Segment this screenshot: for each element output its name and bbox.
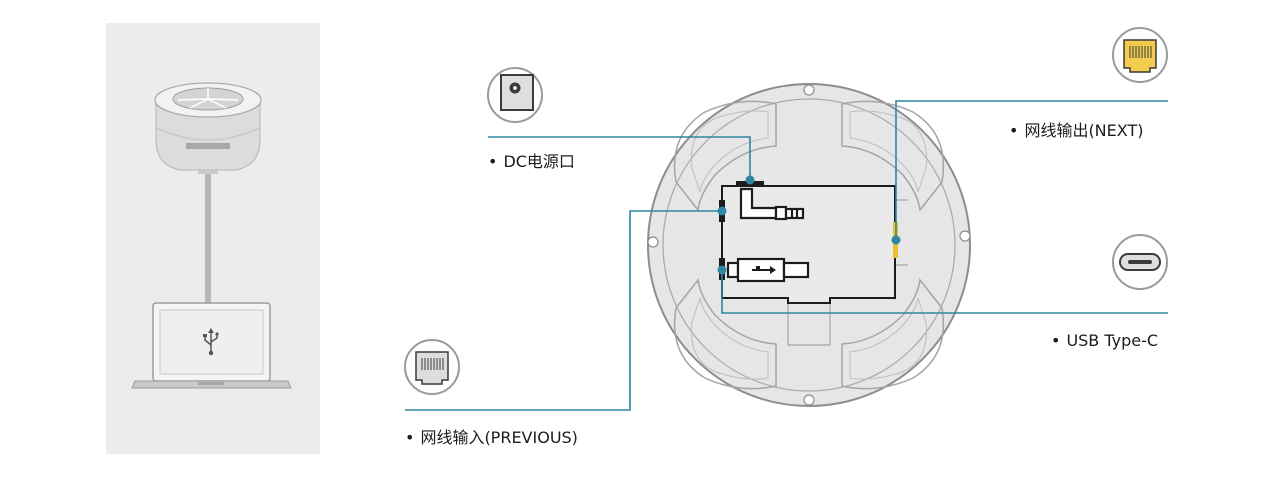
bullet: •: [1051, 331, 1061, 350]
rj45-port-icon: [1112, 27, 1168, 83]
bullet: •: [405, 428, 415, 447]
speaker-setup-panel: [106, 23, 320, 454]
usb-icon: [203, 328, 219, 356]
device-bottom-plate: [647, 83, 971, 407]
dc-power-text: DC电源口: [503, 152, 575, 171]
bullet: •: [488, 152, 498, 171]
rj45-port-icon: [404, 339, 460, 395]
label-lan-in: • 网线输入(PREVIOUS): [405, 428, 578, 448]
stand-pole: [205, 174, 211, 304]
bullet: •: [1009, 121, 1019, 140]
usb-c-text: USB Type-C: [1066, 331, 1159, 350]
usb-c-port-icon: [1112, 234, 1168, 290]
connector-lines: [405, 100, 1168, 411]
connector-dots: [717, 175, 901, 275]
lan-in-text: 网线输入(PREVIOUS): [420, 428, 578, 447]
label-usb-c: • USB Type-C: [1051, 331, 1158, 351]
usb-c-plug: [726, 257, 810, 283]
dc-jack-icon: [487, 67, 543, 123]
dc-plug: [739, 187, 805, 221]
line-dc-power: [488, 136, 751, 182]
line-lan-in: [405, 210, 722, 411]
label-dc-power: • DC电源口: [488, 152, 575, 172]
line-usb-c: [721, 270, 1168, 314]
label-lan-out: • 网线输出(NEXT): [1009, 121, 1143, 141]
lan-out-text: 网线输出(NEXT): [1024, 121, 1144, 140]
line-lan-out: [895, 100, 1168, 240]
conference-speaker: [154, 82, 262, 174]
